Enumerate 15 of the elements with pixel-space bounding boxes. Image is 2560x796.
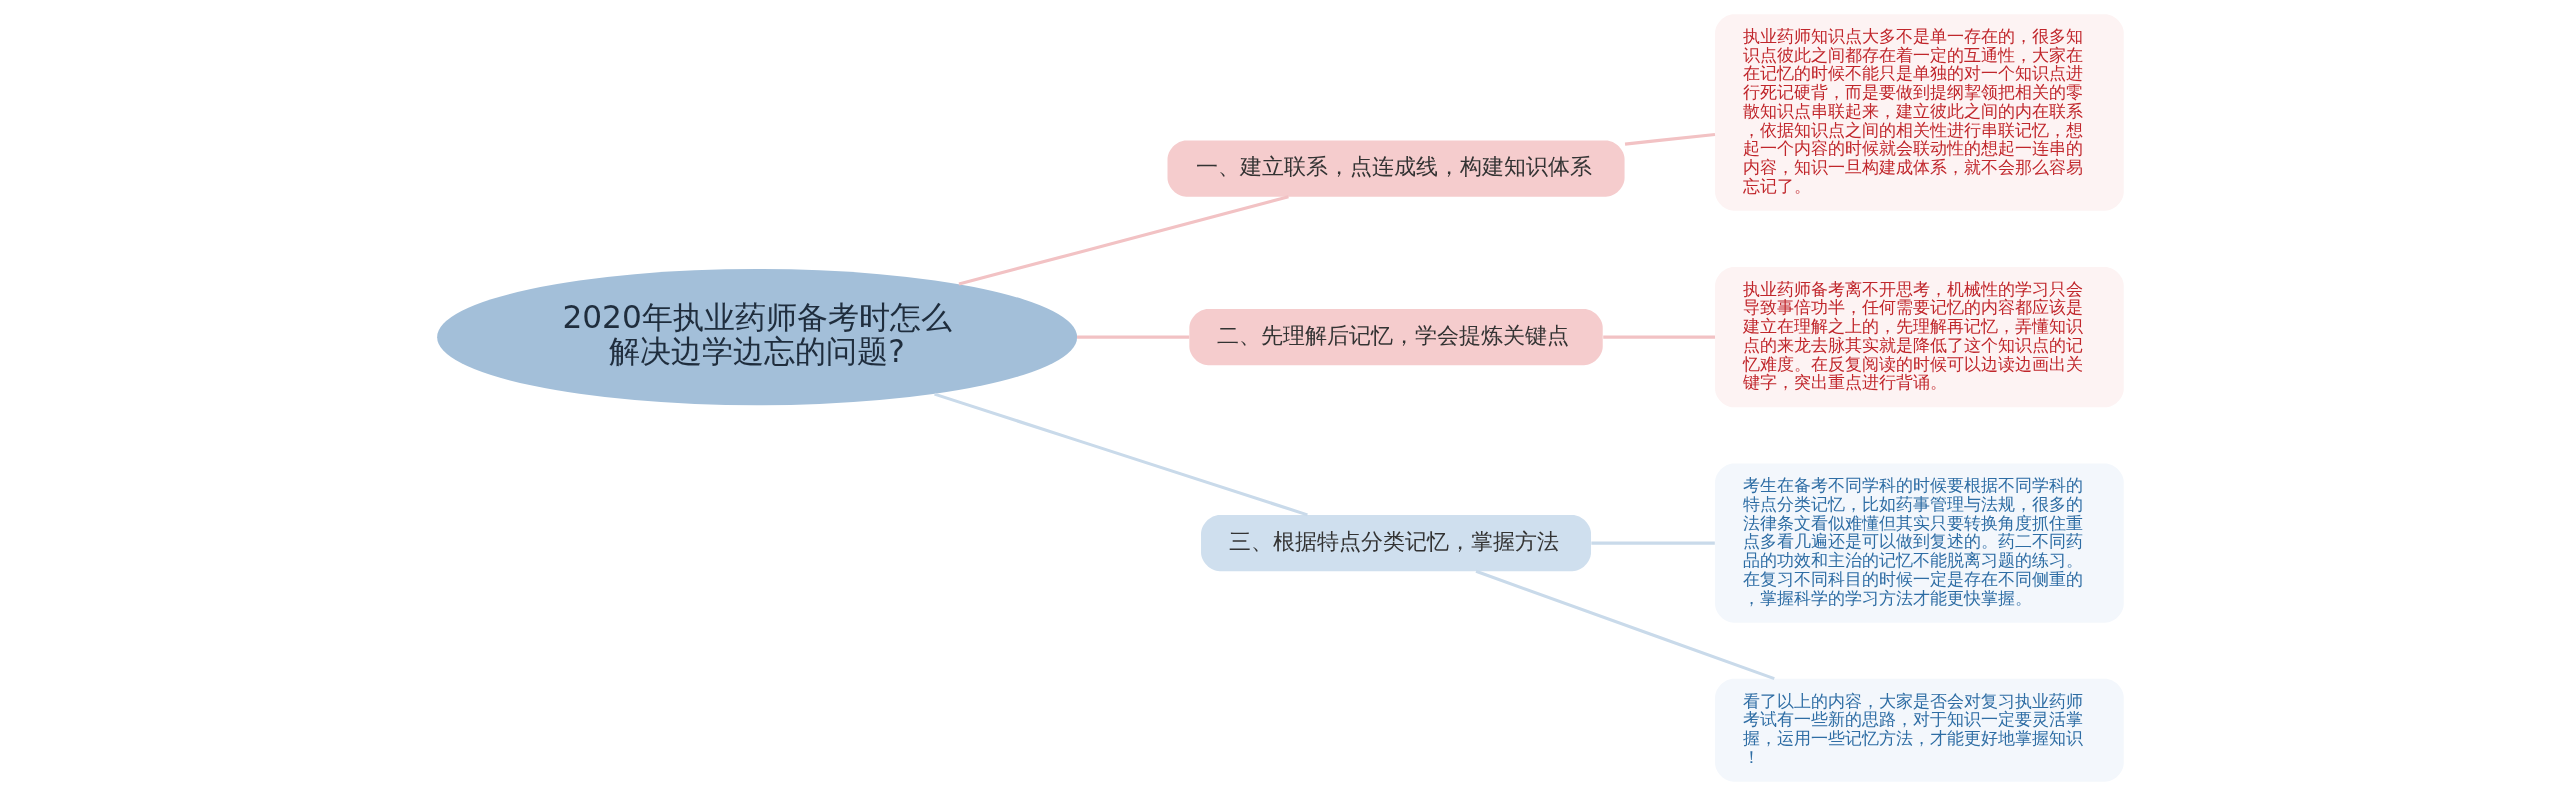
connector bbox=[1590, 541, 1715, 545]
node-box: 二、先理解后记忆，学会提炼关键点 bbox=[1188, 309, 1603, 366]
connector bbox=[1602, 335, 1715, 339]
connector bbox=[1076, 335, 1189, 339]
node-box: 看了以上的内容，大家是否会对复习执业药师考试有一些新的思路，对于知识一定要灵活掌握，运用一些记忆方法，才能更好地掌握知识！ bbox=[1714, 678, 2124, 782]
node-box: 考生在备考不同学科的时候要根据不同学科的特点分类记忆，比如药事管理与法规，很多的法律条文看似难懂但其实只要转换角度抓住重点多看几遍还是可以做到复述的。药二不同药品的功效和主治的记忆不能脱离习题的练习。在复习不同科目的时候一定是存在不同侧重的，掌握科学的学习方法才能更快掌握。 bbox=[1714, 463, 2124, 623]
connector bbox=[958, 195, 1289, 286]
connector bbox=[1475, 569, 1775, 681]
node-ellipse: 2020年执业药师备考时怎么解决边学边忘的问题? bbox=[436, 269, 1077, 406]
connector bbox=[1624, 132, 1715, 146]
node-box: 三、根据特点分类记忆，掌握方法 bbox=[1200, 515, 1591, 572]
node-box: 执业药师备考离不开思考，机械性的学习只会导致事倍功半，任何需要记忆的内容都应该是建立在理解之上的，先理解再记忆，弄懂知识点的来龙去脉其实就是降低了这个知识点的记忆难度。在反复阅读的时候可以边读边画出关键字，突出重点进行背诵。 bbox=[1714, 266, 2124, 408]
connector bbox=[933, 392, 1308, 517]
node-box: 一、建立联系，点连成线，构建知识体系 bbox=[1167, 140, 1625, 197]
node-box: 执业药师知识点大多不是单一存在的，很多知识点彼此之间都存在着一定的互通性，大家在在记忆的时候不能只是单独的对一个知识点进行死记硬背，而是要做到提纲挈领把相关的零散知识点串联起来，建立彼此之间的内在联系，依据知识点之间的相关性进行串联记忆，想起一个内容的时候就会联动性的想起一连串的内容，知识一旦构建成体系，就不会那么容易忘记了。 bbox=[1714, 14, 2124, 211]
